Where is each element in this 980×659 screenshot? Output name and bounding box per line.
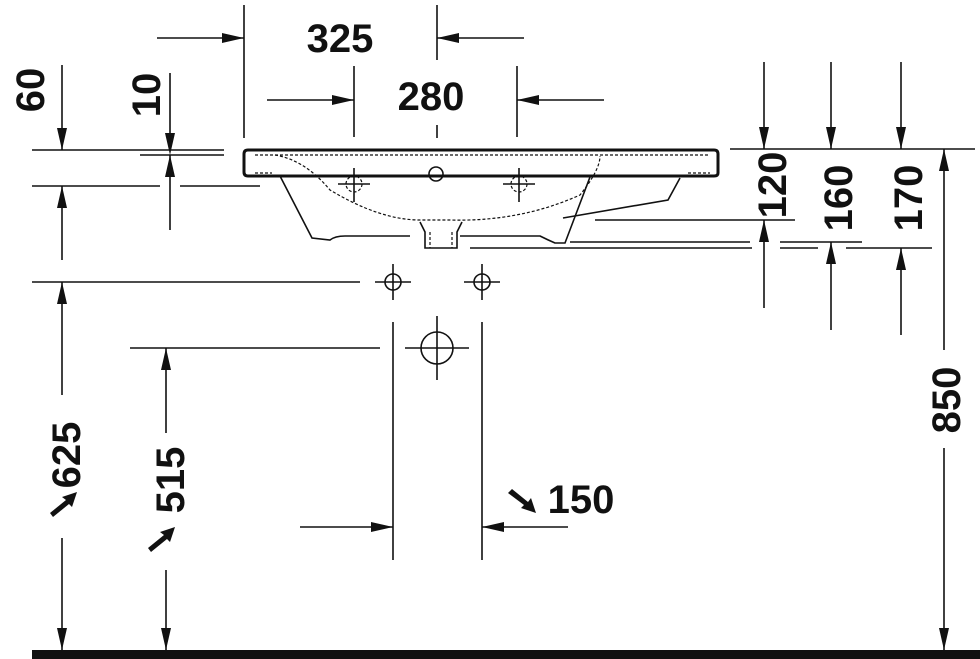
approx-arrow-icon [148, 527, 175, 552]
dim-label-170: 170 [887, 165, 931, 232]
waste-connection-icon [405, 316, 469, 380]
dimension-rim-offset: 60 [9, 65, 260, 260]
dimension-width-inner: 280 [267, 66, 604, 137]
dimension-width-top: 325 [157, 5, 524, 138]
dim-label-625: 625 [45, 422, 89, 489]
supply-connection-left-icon [375, 264, 411, 300]
dim-label-150: 150 [548, 478, 615, 522]
tap-hole-left-icon [338, 168, 370, 202]
approx-arrow-icon [508, 489, 536, 513]
approx-arrow-icon [50, 492, 77, 517]
dimension-rim-thickness: 10 [125, 73, 224, 230]
dimension-supply-spacing: 150 [300, 322, 614, 560]
dim-label-120: 120 [751, 152, 795, 219]
dim-label-325: 325 [307, 17, 374, 61]
dim-label-515: 515 [149, 447, 193, 514]
dim-label-10: 10 [125, 73, 169, 118]
dimension-supply-height: 625 [32, 281, 360, 650]
dim-label-160: 160 [817, 165, 861, 232]
supply-connection-right-icon [464, 264, 500, 300]
dim-label-850: 850 [925, 367, 969, 434]
washbasin-outline [242, 148, 720, 249]
dimension-depths: 120 160 170 850 [470, 62, 975, 650]
dim-label-60: 60 [9, 68, 53, 113]
dimension-waste-height: 515 [130, 347, 380, 650]
floor-line [32, 650, 980, 659]
tap-hole-right-icon [503, 168, 535, 202]
dim-label-280: 280 [398, 75, 465, 119]
